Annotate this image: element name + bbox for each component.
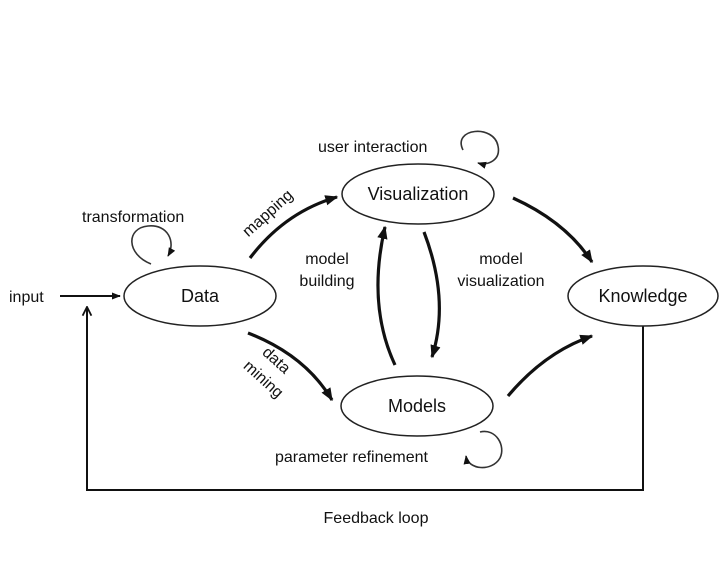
data-mining-arrow — [247, 331, 334, 402]
model-visualization-label-line1: model — [479, 251, 523, 268]
transformation-label: transformation — [82, 209, 184, 226]
transformation-loop — [131, 225, 176, 265]
feedback-loop-label: Feedback loop — [324, 510, 429, 527]
mapping-label: mapping — [239, 187, 296, 241]
node-models: Models — [340, 375, 494, 437]
node-data: Data — [123, 265, 277, 327]
model-visualization-label-line2: visualization — [457, 273, 544, 290]
feedback-loop-arrow — [87, 308, 644, 491]
models-knowledge-arrow — [506, 334, 594, 398]
model-visualization-arrow — [422, 231, 441, 359]
mapping-arrow — [248, 195, 339, 259]
node-visualization-label: Visualization — [368, 184, 469, 204]
node-knowledge-label: Knowledge — [598, 286, 687, 306]
node-knowledge: Knowledge — [567, 265, 719, 327]
node-data-label: Data — [181, 286, 220, 306]
model-building-label-line1: model — [305, 251, 349, 268]
model-building-arrow — [376, 225, 397, 366]
input-label: input — [9, 289, 44, 306]
visualization-knowledge-arrow — [512, 196, 594, 264]
node-models-label: Models — [388, 396, 446, 416]
user-interaction-label: user interaction — [318, 139, 427, 156]
parameter-refinement-label: parameter refinement — [275, 449, 429, 466]
model-building-label-line2: building — [299, 273, 354, 290]
parameter-refinement-loop — [463, 430, 503, 469]
user-interaction-loop — [460, 130, 500, 169]
node-visualization: Visualization — [341, 163, 495, 225]
